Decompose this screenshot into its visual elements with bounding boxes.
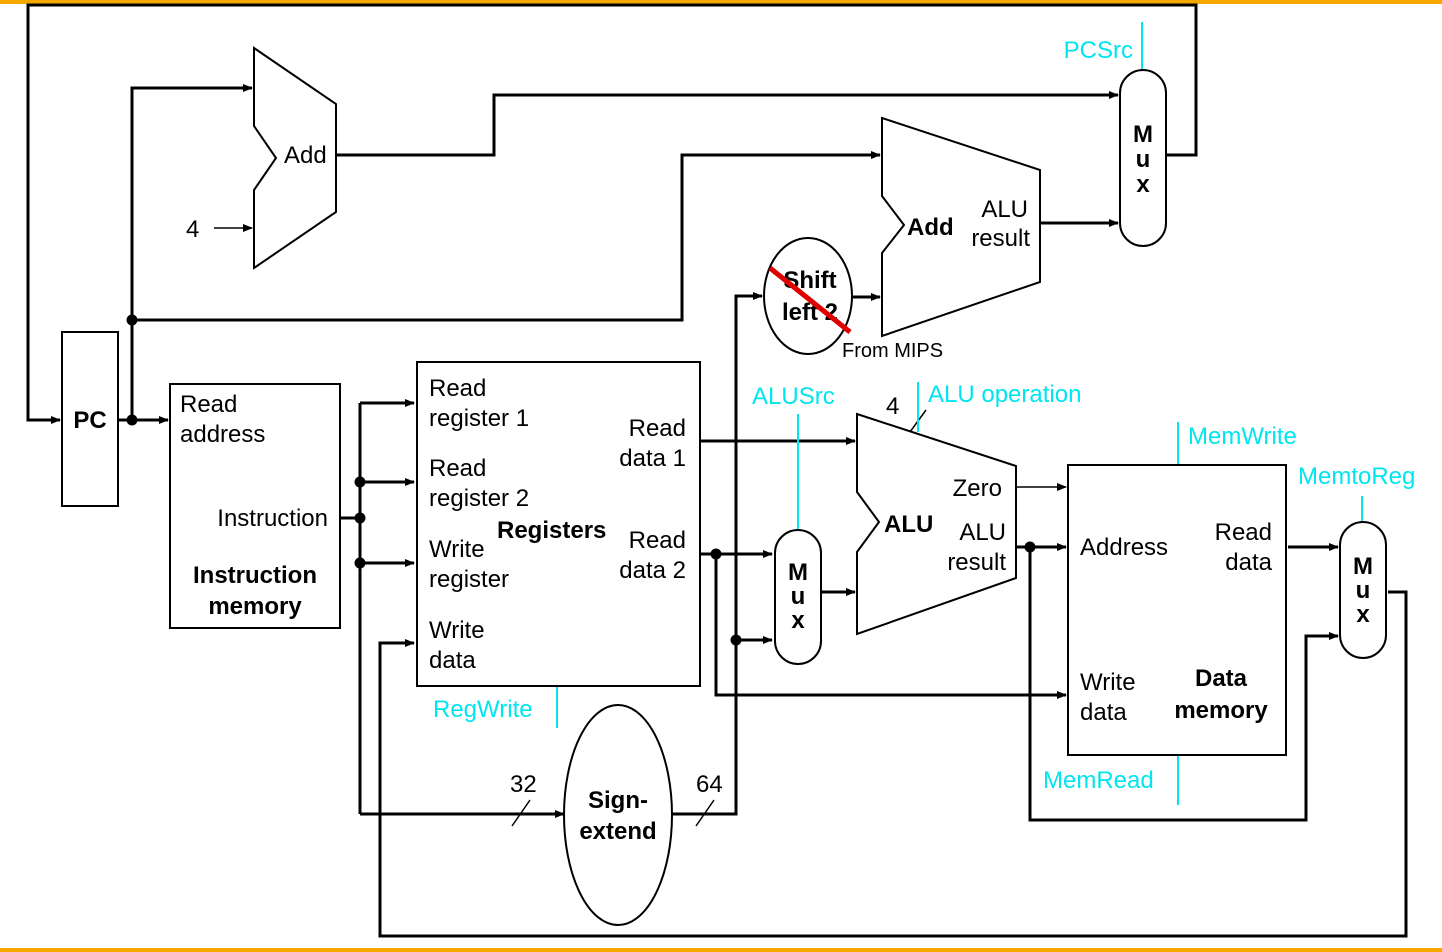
write-data-b: data: [429, 647, 476, 674]
address-label: Address: [1080, 534, 1168, 561]
branch-adder-result-1: ALU: [981, 196, 1028, 223]
read-register-2-b: register 2: [429, 485, 529, 512]
write-data-label-2: data: [1080, 699, 1127, 726]
from-mips-note: From MIPS: [842, 340, 943, 362]
junction-dots: [126, 314, 1036, 646]
read-address-label-1: Read: [180, 391, 237, 418]
register-file: Read register 1 Read register 2 Write re…: [416, 361, 701, 687]
memtoreg-mux: M u x: [1339, 521, 1387, 659]
registers-title: Registers: [497, 517, 606, 544]
write-register-b: register: [429, 566, 509, 593]
read-register-2-a: Read: [429, 455, 486, 482]
read-address-label-2: address: [180, 421, 265, 448]
pc-label: PC: [73, 407, 106, 434]
mux-letter: u: [791, 583, 806, 610]
alu-zero-label: Zero: [953, 475, 1002, 502]
mux-letter: M: [1353, 553, 1373, 580]
constant-four: 4: [186, 216, 199, 243]
top-accent-bar: [0, 0, 1442, 4]
branch-adder-label: Add: [907, 214, 954, 241]
alu-operation-label: ALU operation: [928, 381, 1081, 408]
instruction-memory-title-2: memory: [208, 593, 302, 620]
data-memory: Address Read data Write data Data memory: [1067, 464, 1287, 756]
read-data-label-2: data: [1225, 549, 1272, 576]
memwrite-label: MemWrite: [1188, 423, 1297, 450]
mux-letter: M: [788, 559, 808, 586]
control-wires: [556, 22, 1363, 805]
read-data-2-a: Read: [629, 527, 686, 554]
write-register-a: Write: [429, 536, 485, 563]
mux-letter: M: [1133, 121, 1153, 148]
alu-op-width: 4: [886, 393, 899, 420]
mux-letter: x: [791, 607, 805, 634]
read-register-1-b: register 1: [429, 405, 529, 432]
alusrc-mux: M u x: [774, 529, 822, 665]
shift-left-2: Shift left 2 From MIPS: [763, 237, 943, 362]
sign-extend: Sign- extend 32 64: [510, 704, 723, 926]
write-data-a: Write: [429, 617, 485, 644]
pc-adder-label: Add: [284, 142, 327, 169]
sign-extend-label-2: extend: [579, 818, 656, 845]
shift-label-1: Shift: [783, 267, 836, 294]
pc-mux: M u x: [1119, 69, 1167, 247]
mux-letter: x: [1356, 601, 1370, 628]
mux-letter: x: [1136, 171, 1150, 198]
alusrc-label: ALUSrc: [752, 383, 835, 410]
branch-adder-result-2: result: [971, 225, 1030, 252]
control-labels: PCSrc ALUSrc ALU operation MemWrite Memt…: [433, 37, 1415, 794]
data-memory-title-2: memory: [1174, 697, 1268, 724]
width-in-label: 32: [510, 771, 537, 798]
pc-adder: Add 4: [186, 46, 337, 270]
bottom-accent-bar: [0, 948, 1442, 952]
sign-extend-label-1: Sign-: [588, 787, 648, 814]
main-alu: ALU Zero ALU result 4: [856, 393, 1017, 636]
pcsrc-label: PCSrc: [1064, 37, 1133, 64]
alu-title: ALU: [884, 511, 933, 538]
regwrite-label: RegWrite: [433, 696, 533, 723]
read-register-1-a: Read: [429, 375, 486, 402]
data-memory-title-1: Data: [1195, 665, 1248, 692]
read-data-1-a: Read: [629, 415, 686, 442]
alu-result-label-1: ALU: [959, 519, 1006, 546]
wires: [26, 3, 1408, 938]
pc-register: PC: [61, 331, 119, 507]
read-data-label-1: Read: [1215, 519, 1272, 546]
width-out-label: 64: [696, 771, 723, 798]
memread-label: MemRead: [1043, 767, 1154, 794]
read-data-1-b: data 1: [619, 445, 686, 472]
alu-result-label-2: result: [947, 549, 1006, 576]
read-data-2-b: data 2: [619, 557, 686, 584]
mux-letter: u: [1136, 146, 1151, 173]
instruction-label: Instruction: [217, 505, 328, 532]
branch-adder: Add ALU result: [881, 116, 1041, 338]
mux-letter: u: [1356, 577, 1371, 604]
instruction-memory-title-1: Instruction: [193, 562, 317, 589]
memtoreg-label: MemtoReg: [1298, 463, 1415, 490]
instruction-memory: Read address Instruction Instruction mem…: [169, 383, 341, 629]
write-data-label-1: Write: [1080, 669, 1136, 696]
strike-through: [768, 266, 852, 334]
